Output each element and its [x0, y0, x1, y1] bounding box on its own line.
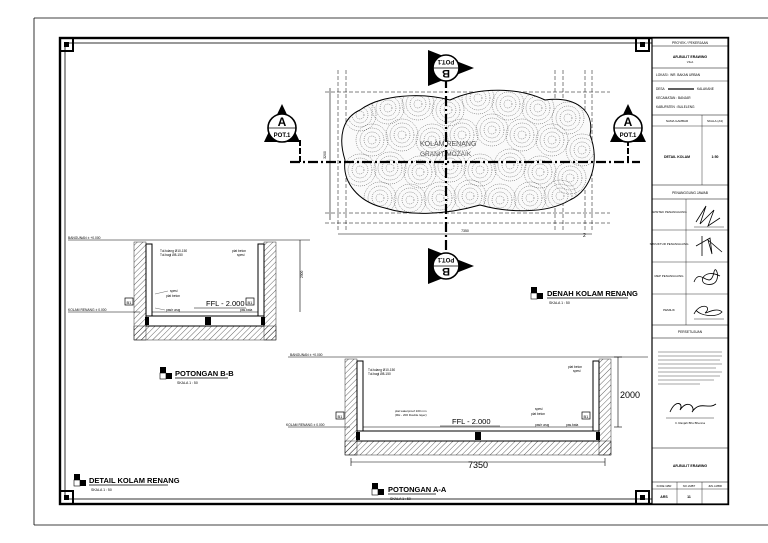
- svg-text:POT.1: POT.1: [437, 58, 454, 64]
- title-block: PROYEK / PEKERJAAN AR-BULIT ERAWING VILA…: [650, 37, 729, 505]
- tb-drawing-scale: 1:50: [711, 155, 718, 159]
- section-marker-b-bottom: B POT.1: [428, 248, 474, 284]
- plan-pool-label: KOLAM RENANG: [420, 141, 476, 148]
- signature-struktur: [695, 236, 723, 256]
- pool-plan: 3200 KOLAM RENANG GRANIT MOZAIK: [264, 50, 646, 305]
- svg-text:plat beton: plat beton: [531, 412, 545, 416]
- svg-text:plat beton: plat beton: [166, 294, 180, 298]
- svg-text:ARS: ARS: [660, 495, 668, 499]
- svg-text:Tul.bagi Ø8-150: Tul.bagi Ø8-150: [368, 372, 391, 376]
- svg-text:pasir urug: pasir urug: [166, 308, 180, 312]
- section-b-title: POTONGAN B-B: [175, 369, 234, 378]
- tb-approver: Ir. Ranjah Bhs Bhenna: [675, 421, 705, 425]
- svg-text:A: A: [624, 115, 633, 129]
- plan-title-block: DENAH KOLAM RENANG SKALA 1 : 50: [530, 287, 638, 305]
- signature-pemilik: [693, 305, 723, 316]
- tb-project-sub: VILA: [687, 60, 694, 64]
- tb-persetujuan: PERSETUJUAN: [678, 330, 703, 334]
- svg-text:POT.1: POT.1: [437, 256, 454, 262]
- section-marker-b-top: B POT.1: [428, 50, 474, 86]
- section-a-level-top: BANGUNAN ± +0.000: [290, 353, 323, 357]
- signature-mep: [693, 269, 721, 285]
- svg-text:Tul.bagi Ø8-150: Tul.bagi Ø8-150: [160, 253, 183, 257]
- svg-text:B: B: [442, 67, 450, 79]
- signature-approver: [669, 403, 717, 413]
- tb-penanggung: PENANGGUNG JAWAB: [672, 191, 709, 195]
- signature-arsitek: [695, 205, 721, 228]
- svg-text:plat beton: plat beton: [232, 249, 246, 253]
- section-b-b: BANGUNAN ± +0.000 KOLAM RENANG ± 0.000 F…: [68, 236, 310, 385]
- svg-text:spesi: spesi: [237, 253, 245, 257]
- svg-text:POT.1: POT.1: [274, 133, 291, 139]
- tb-col-skala: SKALA (A3): [707, 119, 723, 123]
- section-b-ffl: FFL - 2.000: [206, 299, 245, 308]
- svg-text:JML LMBR: JML LMBR: [708, 484, 722, 488]
- plan-dim-width: 7350: [461, 229, 469, 233]
- section-a-scale: SKALA 1 : 50: [390, 497, 411, 501]
- svg-text:NO.LMBT: NO.LMBT: [683, 484, 696, 488]
- svg-text:B: B: [442, 265, 450, 277]
- section-a-dim-height: 2000: [620, 390, 640, 400]
- tb-kecamatan: KECAMATAN : BANJAR: [656, 96, 691, 100]
- svg-text:pasir urug: pasir urug: [535, 423, 549, 427]
- tb-company: AR-BULIT ERAWING: [673, 464, 707, 468]
- section-a-ffl: FFL - 2.000: [452, 417, 491, 426]
- plan-scale: SKALA 1 : 50: [549, 301, 570, 305]
- svg-text:KODE GBR: KODE GBR: [657, 484, 672, 488]
- tb-location: LOKASI : WR. BAKAN URBAN: [656, 73, 701, 77]
- section-marker-a-right: A POT.1: [610, 104, 646, 143]
- tb-project-name: AR-BULIT ERAWING: [673, 55, 707, 59]
- tb-role-arsitek: ARSITEK PENANGGUNG: [651, 210, 687, 214]
- svg-text:plat waterproof 100 mm: plat waterproof 100 mm: [395, 409, 427, 413]
- plan-dim-right: 2: [583, 233, 586, 239]
- section-b-dim: 2000: [300, 270, 304, 278]
- tb-col-nama: NAMA GAMBAR: [666, 119, 689, 123]
- svg-text:pas.bata: pas.bata: [240, 308, 252, 312]
- tb-desa-label: DESA: [656, 87, 666, 91]
- svg-text:Tul.tulang Ø10-150: Tul.tulang Ø10-150: [368, 368, 395, 372]
- plan-dim-height: 3200: [323, 151, 327, 159]
- svg-text:B1: B1: [127, 300, 133, 305]
- svg-text:spesi: spesi: [573, 369, 581, 373]
- svg-text:spesi: spesi: [170, 289, 178, 293]
- tb-drawing-name: DETAIL KOLAM: [664, 155, 690, 159]
- section-b-level-bottom: KOLAM RENANG ± 0.000: [68, 308, 107, 312]
- section-b-scale: SKALA 1 : 50: [177, 381, 198, 385]
- section-marker-a-left: A POT.1: [264, 104, 300, 143]
- tb-desa-value: KALAKANE: [697, 87, 714, 91]
- tb-role-struktur: STRUKTUR PENANGGUNG: [650, 242, 690, 246]
- svg-text:pas.bata: pas.bata: [566, 423, 578, 427]
- svg-text:Tul.tulang Ø10-150: Tul.tulang Ø10-150: [160, 249, 187, 253]
- plan-title: DENAH KOLAM RENANG: [547, 289, 638, 298]
- section-a-title: POTONGAN A-A: [388, 485, 447, 494]
- sheet-title: DETAIL KOLAM RENANG: [89, 476, 180, 485]
- section-a-dim-width: 7350: [468, 460, 488, 470]
- tb-project-header: PROYEK / PEKERJAAN: [672, 41, 709, 45]
- section-b-level-top: BANGUNAN ± +0.000: [68, 236, 101, 240]
- section-a-level-bottom: KOLAM RENANG ± 0.000: [286, 423, 325, 427]
- svg-text:plat beton: plat beton: [568, 365, 582, 369]
- svg-text:spesi: spesi: [535, 407, 543, 411]
- svg-text:(RH - 200 Double layer): (RH - 200 Double layer): [395, 413, 427, 417]
- tb-role-mep: MEP PENANGGUNG: [655, 274, 685, 278]
- section-a-a: BANGUNAN ± +0.000 KOLAM RENANG ± 0.000 F…: [286, 353, 648, 501]
- tb-kabupaten: KABUPATEN : BULELENG: [656, 105, 695, 109]
- tb-role-pemilik: PEMILIK: [663, 308, 675, 312]
- svg-text:POT.1: POT.1: [620, 133, 637, 139]
- svg-text:B1: B1: [584, 414, 590, 419]
- svg-text:A: A: [278, 115, 287, 129]
- sheet-title-block: DETAIL KOLAM RENANG SKALA 1 : 50: [73, 474, 180, 492]
- svg-text:11: 11: [687, 495, 691, 499]
- sheet-scale: SKALA 1 : 50: [91, 488, 112, 492]
- svg-text:B1: B1: [338, 414, 344, 419]
- svg-text:B1: B1: [248, 300, 254, 305]
